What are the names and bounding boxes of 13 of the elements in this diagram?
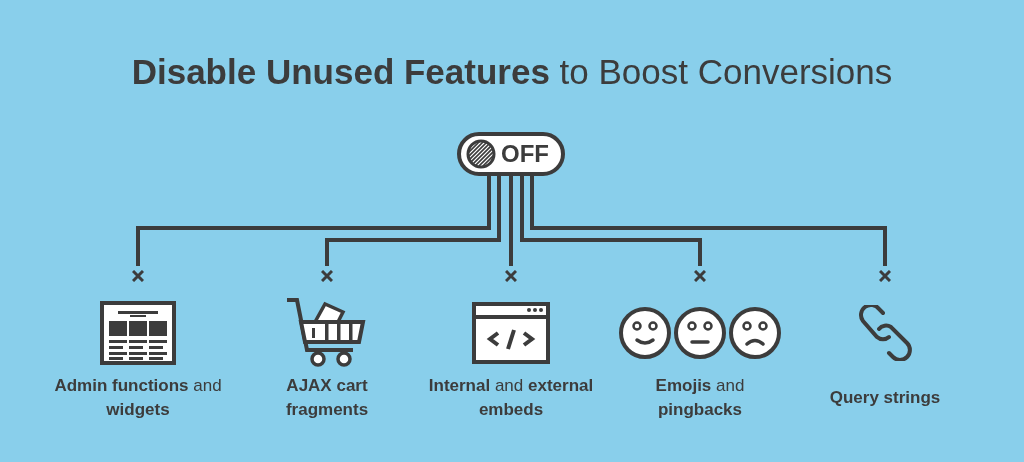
feature-label: Internal and external embeds	[427, 375, 595, 421]
connector-line	[509, 176, 513, 266]
toggle-switch	[457, 132, 565, 176]
connector-line	[325, 176, 501, 266]
switch-label: OFF	[501, 140, 549, 168]
title: Disable Unused Features to Boost Conversions	[130, 52, 894, 92]
feature-label: Admin functions and widgets	[53, 375, 223, 421]
feature-label: Emojis and pingbacks	[654, 375, 746, 421]
connector-line	[530, 176, 887, 266]
connector-line	[520, 176, 702, 266]
connector-line	[136, 176, 491, 266]
feature-label: Query strings	[828, 387, 942, 409]
feature-label: AJAX cart fragments	[284, 375, 370, 421]
